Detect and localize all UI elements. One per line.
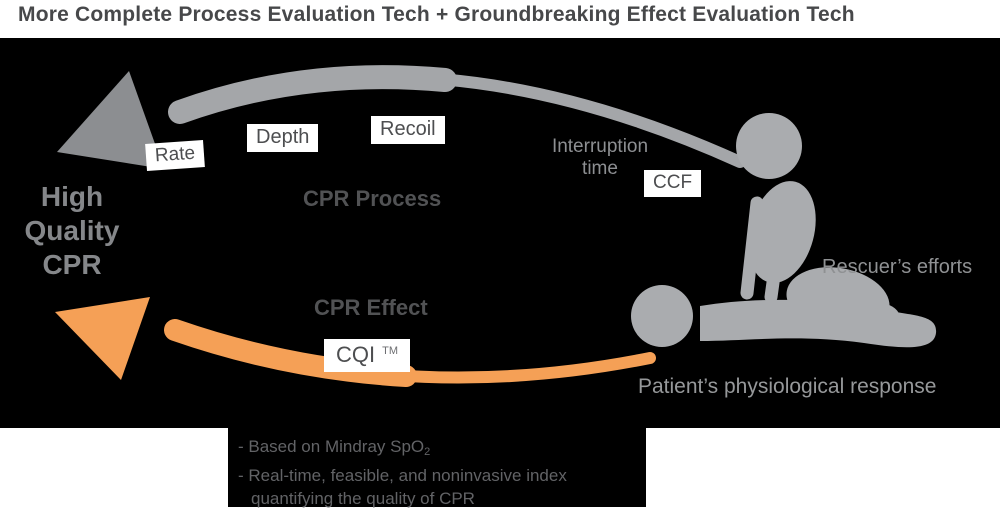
cqi-text: CQI [336, 342, 376, 367]
cpr-process-label: CPR Process [303, 186, 442, 211]
notes-text: - Based on Mindray SpO2 - Real-time, fea… [238, 435, 638, 510]
interruption-time-label: Interruption time [520, 136, 680, 180]
ccf-label: CCF [644, 170, 702, 197]
depth-label: Depth [247, 124, 319, 152]
cpr-effect-label: CPR Effect [314, 295, 428, 320]
patient-response-caption: Patient’s physiological response [638, 375, 937, 398]
recoil-label: Recoil [371, 116, 445, 144]
cqi-trademark: TM [382, 345, 399, 357]
rate-label: Rate [145, 140, 206, 171]
note-line-3: quantifying the quality of CPR [251, 489, 475, 508]
page-title: More Complete Process Evaluation Tech + … [18, 3, 855, 26]
spo2-subscript: 2 [424, 446, 431, 458]
note-line-2: - Real-time, feasible, and noninvasive i… [238, 466, 567, 485]
rescuer-efforts-caption: Rescuer’s efforts [822, 256, 973, 278]
notes-black-panel [228, 428, 646, 507]
high-quality-cpr-heading: High Quality CPR [6, 180, 138, 282]
interruption-line1: Interruption [551, 136, 649, 157]
cqi-label: CQI TM [324, 339, 411, 372]
interruption-line2: time [582, 158, 618, 179]
hq-line3: CPR [42, 249, 102, 280]
hq-line2: Quality [24, 215, 120, 246]
note-line-1: - Based on Mindray SpO2 [238, 437, 431, 458]
hq-line1: High [40, 181, 104, 212]
